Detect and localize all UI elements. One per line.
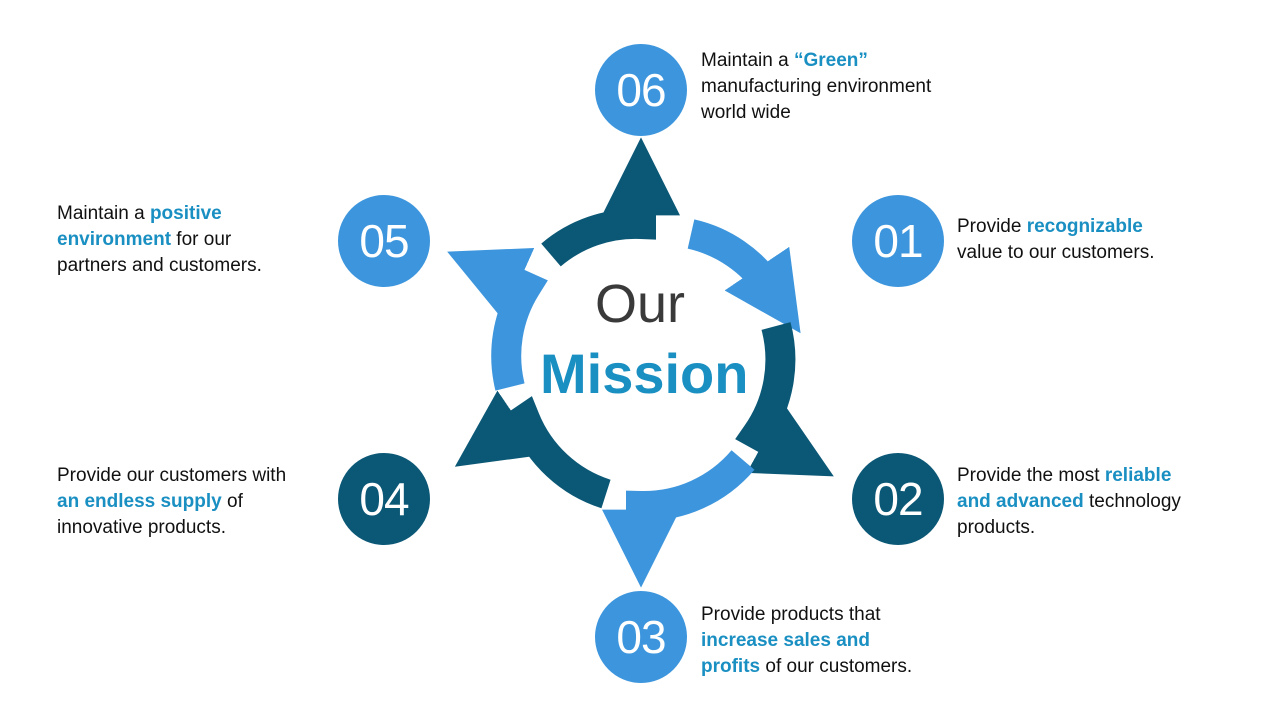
description-06: Maintain a “Green”manufacturing environm… <box>701 48 931 126</box>
highlight-text: environment <box>57 229 172 250</box>
arrow-to-01 <box>687 219 801 334</box>
highlight-text: reliable <box>1104 465 1172 486</box>
body-text: Provide <box>957 216 1027 237</box>
body-text: world wide <box>701 102 791 123</box>
badge-05: 05 <box>338 195 430 287</box>
description-line: Provide the most reliable <box>957 463 1181 489</box>
badge-03: 03 <box>595 591 687 683</box>
center-title-mission: Mission <box>540 342 749 405</box>
description-line: and advanced technology <box>957 489 1181 515</box>
description-line: manufacturing environment <box>701 74 931 100</box>
body-text: technology <box>1083 491 1181 512</box>
description-line: environment for our <box>57 227 262 253</box>
description-line: profits of our customers. <box>701 654 912 680</box>
body-text: Maintain a <box>701 50 794 71</box>
body-text: innovative products. <box>57 517 226 538</box>
arrow-to-02 <box>735 322 834 477</box>
body-text: of <box>221 491 243 512</box>
body-text: Maintain a <box>57 203 150 224</box>
highlight-text: an endless supply <box>57 491 222 512</box>
body-text: Provide our customers with <box>57 465 287 486</box>
center-title-our: Our <box>594 274 686 334</box>
description-line: innovative products. <box>57 515 286 541</box>
highlight-text: recognizable <box>1026 216 1143 237</box>
body-text: products. <box>957 517 1036 538</box>
arrow-to-05 <box>447 247 548 391</box>
arrow-to-06 <box>541 137 680 267</box>
description-line: Maintain a positive <box>57 201 262 227</box>
arrow-to-04 <box>454 390 611 509</box>
highlight-text: increase sales and <box>701 630 870 651</box>
description-line: value to our customers. <box>957 240 1154 266</box>
description-line: Provide recognizable <box>957 214 1154 240</box>
badge-01: 01 <box>852 195 944 287</box>
description-04: Provide our customers with an endless sup… <box>57 463 286 541</box>
description-line: Maintain a “Green” <box>701 48 931 74</box>
body-text: for our <box>171 229 232 250</box>
body-text: Provide the most <box>957 465 1105 486</box>
body-text: value to our customers. <box>957 242 1155 263</box>
description-line: world wide <box>701 100 931 126</box>
badge-04: 04 <box>338 453 430 545</box>
highlight-text: “Green” <box>793 50 868 71</box>
description-line: partners and customers. <box>57 253 262 279</box>
body-text: of our customers. <box>760 656 913 677</box>
description-line: Provide our customers with <box>57 463 286 489</box>
highlight-text: positive <box>149 203 222 224</box>
body-text: partners and customers. <box>57 255 262 276</box>
description-line: products. <box>957 515 1181 541</box>
arrow-to-03 <box>602 450 755 588</box>
body-text: manufacturing environment <box>701 76 932 97</box>
badge-02: 02 <box>852 453 944 545</box>
description-line: an endless supply of <box>57 489 286 515</box>
body-text: Provide products that <box>701 604 881 625</box>
highlight-text: and advanced <box>957 491 1084 512</box>
description-line: Provide products that <box>701 602 912 628</box>
description-03: Provide products that increase sales and p… <box>701 602 912 680</box>
badge-06: 06 <box>595 44 687 136</box>
highlight-text: profits <box>701 656 761 677</box>
description-line: increase sales and <box>701 628 912 654</box>
